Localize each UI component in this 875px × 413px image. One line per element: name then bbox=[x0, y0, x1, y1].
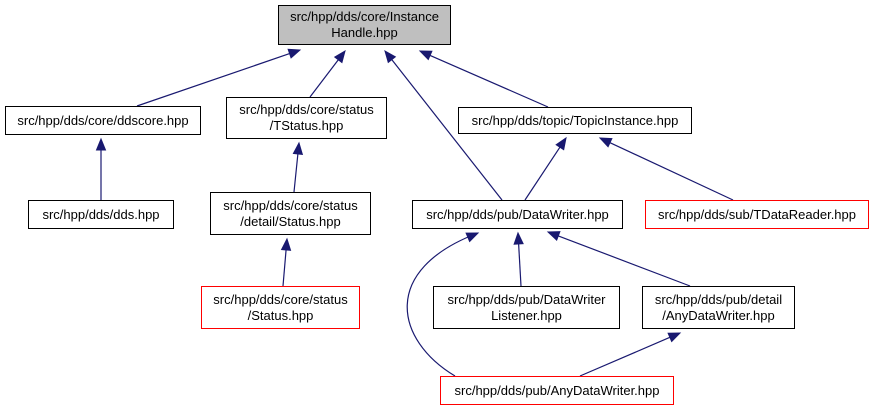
node-label-line: /AnyDataWriter.hpp bbox=[662, 307, 775, 323]
edge-detail_status-to-tstatus bbox=[293, 153, 299, 193]
node-label-line: src/hpp/dds/topic/TopicInstance.hpp bbox=[471, 112, 679, 128]
edge-status-to-detail_status bbox=[282, 249, 287, 287]
edge-tstatus-to-instance_handle bbox=[309, 59, 339, 98]
node-label-line: /detail/Status.hpp bbox=[240, 213, 341, 229]
edge-arrowhead bbox=[598, 137, 613, 148]
node-data-writer[interactable]: src/hpp/dds/pub/DataWriter.hpp bbox=[412, 200, 623, 229]
node-detail-status[interactable]: src/hpp/dds/core/status /detail/Status.h… bbox=[210, 192, 371, 235]
node-label-line: src/hpp/dds/core/status bbox=[223, 197, 358, 213]
node-label-line: src/hpp/dds/core/status bbox=[213, 291, 348, 307]
node-tstatus[interactable]: src/hpp/dds/core/status /TStatus.hpp bbox=[226, 97, 387, 139]
edge-arrowhead bbox=[287, 48, 302, 59]
node-any-data-writer[interactable]: src/hpp/dds/pub/AnyDataWriter.hpp bbox=[440, 376, 674, 405]
edge-data_writer-to-instance_handle bbox=[391, 59, 503, 201]
edge-arrowhead bbox=[555, 136, 567, 151]
edge-detail_any_data_writer-to-data_writer bbox=[558, 235, 691, 287]
node-label-line: /TStatus.hpp bbox=[269, 118, 344, 133]
edge-arrowhead bbox=[418, 50, 433, 61]
node-topic-instance[interactable]: src/hpp/dds/topic/TopicInstance.hpp bbox=[458, 107, 692, 134]
node-label-line: src/hpp/dds/core/status bbox=[239, 102, 374, 117]
edge-data_writer_listener-to-data_writer bbox=[518, 243, 522, 287]
edge-arrowhead bbox=[280, 237, 292, 251]
edge-arrowhead bbox=[465, 232, 480, 243]
node-label-line: Handle.hpp bbox=[331, 25, 398, 40]
edge-arrowhead bbox=[667, 332, 682, 343]
edge-any_data_writer-to-detail_any_data_writer bbox=[579, 336, 671, 377]
edge-arrowhead bbox=[513, 231, 524, 245]
node-status[interactable]: src/hpp/dds/core/status /Status.hpp bbox=[201, 286, 360, 329]
edge-topic_instance-to-instance_handle bbox=[429, 54, 549, 108]
node-label-line: /Status.hpp bbox=[247, 307, 314, 323]
node-data-writer-listener[interactable]: src/hpp/dds/pub/DataWriter Listener.hpp bbox=[433, 286, 620, 329]
node-label-line: src/hpp/dds/pub/AnyDataWriter.hpp bbox=[454, 382, 660, 398]
node-label-line: src/hpp/dds/pub/DataWriter.hpp bbox=[426, 206, 609, 222]
node-detail-any-data-writer[interactable]: src/hpp/dds/pub/detail /AnyDataWriter.hp… bbox=[642, 286, 795, 329]
node-label-line: src/hpp/dds/dds.hpp bbox=[42, 206, 160, 222]
edge-any_data_writer-to-data_writer bbox=[406, 232, 479, 377]
node-label-line: src/hpp/dds/pub/detail bbox=[654, 291, 783, 307]
edge-arrowhead bbox=[384, 49, 397, 64]
node-label-line: src/hpp/dds/pub/DataWriter bbox=[447, 291, 606, 307]
edge-arrowhead bbox=[546, 231, 561, 241]
node-instance-handle[interactable]: src/hpp/dds/core/Instance Handle.hpp bbox=[278, 5, 451, 45]
node-tdata-reader[interactable]: src/hpp/dds/sub/TDataReader.hpp bbox=[645, 200, 869, 229]
node-label-line: src/hpp/dds/sub/TDataReader.hpp bbox=[657, 206, 856, 222]
edge-arrowhead bbox=[333, 49, 346, 64]
node-label-line: src/hpp/dds/core/Instance bbox=[290, 9, 439, 24]
edge-ddscore-to-instance_handle bbox=[136, 53, 290, 107]
node-dds[interactable]: src/hpp/dds/dds.hpp bbox=[28, 200, 174, 229]
node-label-line: Listener.hpp bbox=[491, 307, 562, 323]
node-ddscore[interactable]: src/hpp/dds/core/ddscore.hpp bbox=[5, 106, 201, 135]
edge-arrowhead bbox=[292, 141, 304, 155]
node-label-line: src/hpp/dds/core/ddscore.hpp bbox=[17, 112, 189, 128]
edge-arrowhead bbox=[95, 137, 107, 151]
edge-tdata_reader-to-topic_instance bbox=[609, 142, 734, 201]
edge-data_writer-to-topic_instance bbox=[524, 146, 561, 201]
